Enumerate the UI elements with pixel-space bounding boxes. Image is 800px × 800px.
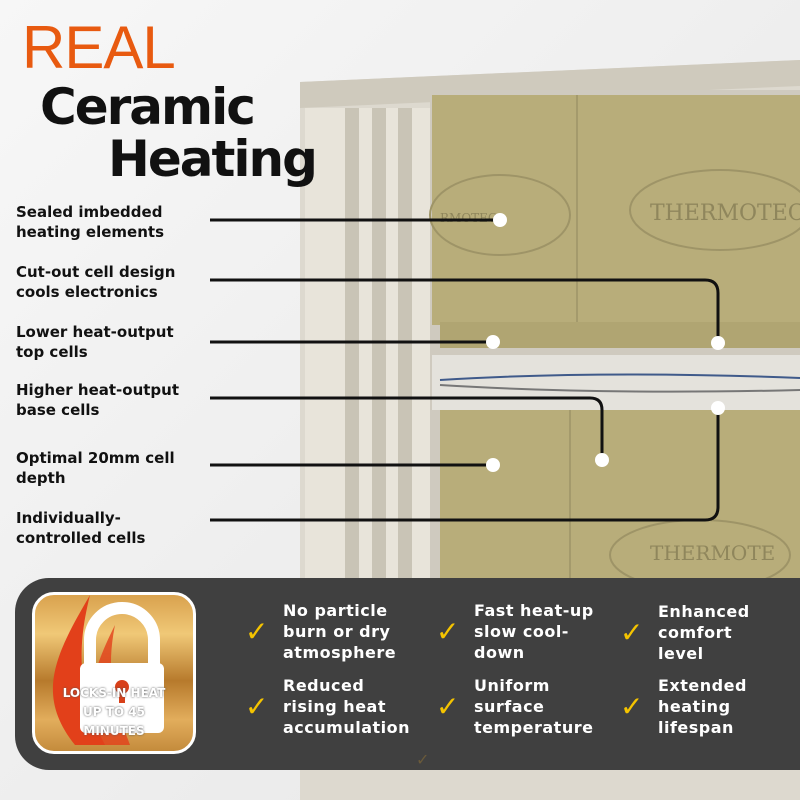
badge-line2: UP TO 45: [83, 705, 145, 719]
check-icon: ✓: [620, 616, 644, 649]
svg-text:THERMOTE: THERMOTE: [650, 541, 775, 565]
feature-item: ✓Extended heating lifespan: [620, 676, 747, 737]
feature-item: ✓Uniform surface temperature: [436, 676, 594, 737]
label-cell-depth: Optimal 20mm cell depth: [16, 449, 175, 487]
feature-item: ✓Enhanced comfort level: [620, 602, 750, 663]
check-icon: ✓: [620, 690, 644, 723]
svg-text:RMOTEC: RMOTEC: [440, 211, 497, 225]
flame-lock-icon: [52, 595, 164, 745]
check-icon: ✓: [245, 615, 269, 648]
brand-embossed: THERMOTEC: [650, 201, 800, 226]
check-icon: ✓: [436, 615, 460, 648]
label-sealed-elements: Sealed imbedded heating elements: [16, 203, 164, 241]
feature-item: ✓Reduced rising heat accumulation: [245, 676, 411, 737]
feature-item: ✓Fast heat-up slow cool- down: [436, 601, 594, 662]
check-icon: ✓: [436, 690, 460, 723]
feature-item: ✓No particle burn or dry atmosphere: [245, 601, 397, 662]
label-higher-heat: Higher heat-output base cells: [16, 381, 180, 419]
check-watermark-icon: ✓: [416, 750, 430, 769]
label-lower-heat: Lower heat-output top cells: [16, 323, 174, 361]
title-ceramic: Ceramic: [40, 78, 256, 136]
base-ceramic-cell: [440, 410, 800, 580]
label-cut-out-cell: Cut-out cell design cools electronics: [16, 263, 176, 301]
badge-line1: LOCKS-IN HEAT: [62, 686, 166, 700]
label-individual-cells: Individually-controlled cells: [16, 509, 146, 547]
locks-in-heat-badge: LOCKS-IN HEAT UP TO 45 MINUTES: [32, 592, 196, 754]
top-ceramic-cell: [432, 95, 800, 325]
title-heating: Heating: [108, 130, 318, 188]
check-icon: ✓: [245, 690, 269, 723]
title-real: REAL: [22, 14, 176, 81]
callout-dots: [486, 213, 725, 472]
badge-line3: MINUTES: [83, 724, 145, 738]
